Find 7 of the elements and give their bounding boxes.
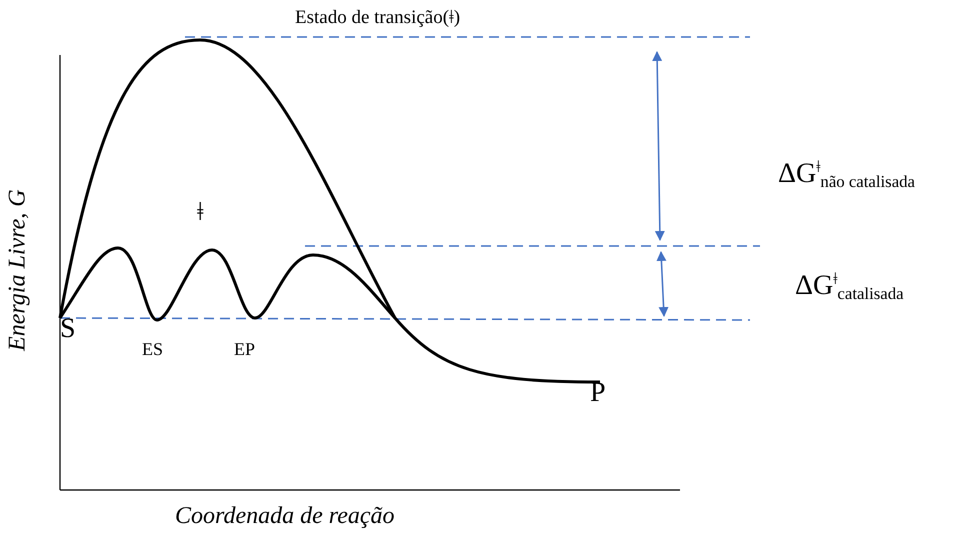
transition-state-label: Estado de transição(ǂ) <box>295 8 460 29</box>
point-label: S <box>60 314 76 345</box>
double-dagger-symbol: ǂ <box>197 198 204 227</box>
point-label: ES <box>142 340 164 360</box>
axis-title: Energia Livre, G <box>4 189 31 351</box>
axis-title: Coordenada de reação <box>175 503 395 530</box>
point-label: EP <box>234 340 256 360</box>
